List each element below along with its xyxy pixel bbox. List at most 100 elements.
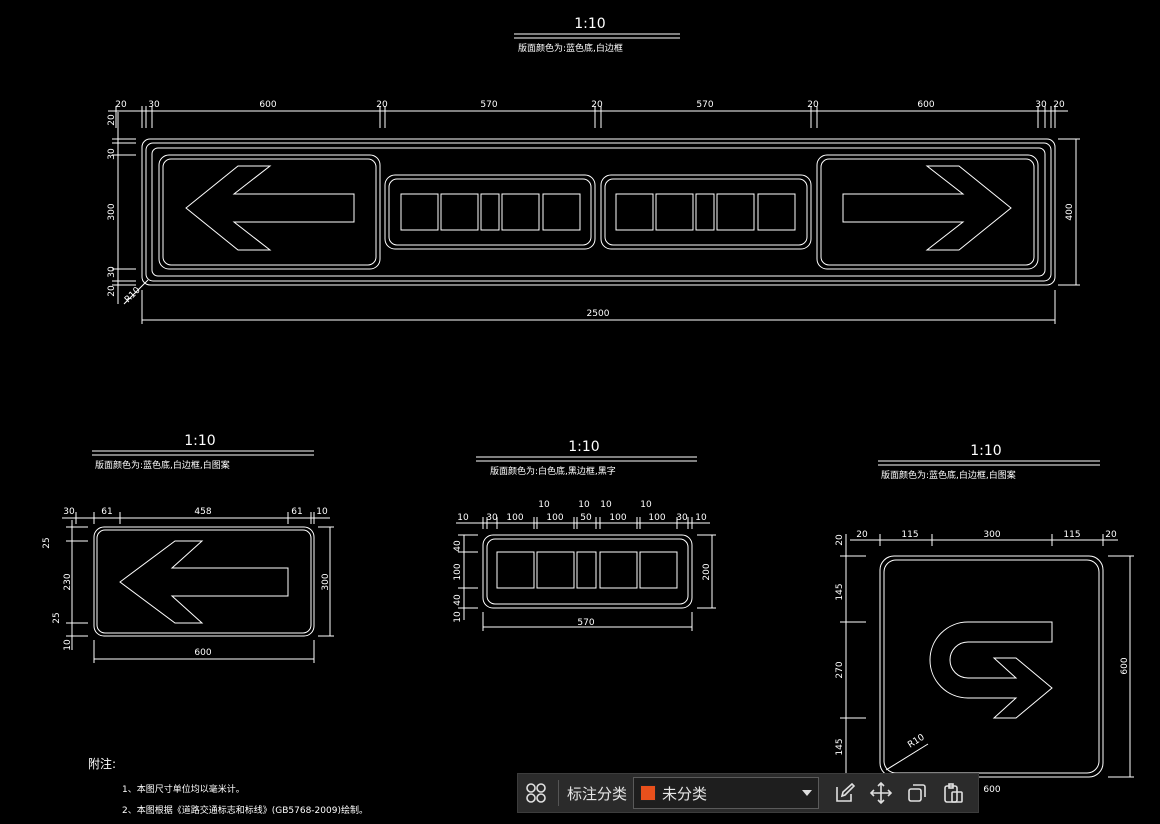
mid-sign-dimensions: 10 30 100 10 100 10 50 10 100 10 100 30 … bbox=[453, 500, 716, 631]
move-icon[interactable] bbox=[863, 773, 899, 813]
copy-icon[interactable] bbox=[899, 773, 935, 813]
svg-text:30: 30 bbox=[63, 507, 75, 517]
category-color-swatch bbox=[640, 785, 657, 801]
left-sign-dimensions: 30 61 458 61 10 25 230 25 10 600 300 bbox=[42, 507, 334, 663]
svg-text:10: 10 bbox=[457, 513, 469, 523]
right-sign-drawing bbox=[879, 555, 1104, 778]
svg-text:20: 20 bbox=[835, 534, 845, 546]
svg-text:25: 25 bbox=[52, 612, 62, 623]
svg-text:570: 570 bbox=[696, 100, 713, 110]
left-sign-title-block: 1:10 版面颜色为:蓝色底,白边框,白图案 bbox=[92, 433, 314, 471]
drawing-notes: 附注: 1、本图尺寸单位均以毫米计。 2、本图根据《道路交通标志和标线》(GB5… bbox=[88, 756, 368, 816]
edit-icon[interactable] bbox=[827, 773, 863, 813]
right-sign-title-block: 1:10 版面颜色为:蓝色底,白边框,白图案 bbox=[878, 443, 1100, 481]
svg-text:40: 40 bbox=[453, 540, 463, 552]
left-sign-drawing bbox=[93, 526, 315, 637]
top-sign-drawing bbox=[141, 138, 1056, 286]
top-sign-scale: 1:10 bbox=[574, 16, 605, 32]
svg-text:20: 20 bbox=[115, 100, 127, 110]
svg-text:600: 600 bbox=[259, 100, 276, 110]
svg-text:200: 200 bbox=[702, 563, 712, 580]
svg-text:10: 10 bbox=[640, 500, 652, 510]
svg-text:20: 20 bbox=[856, 530, 868, 540]
left-sign-note: 版面颜色为:蓝色底,白边框,白图案 bbox=[95, 459, 230, 471]
svg-text:30: 30 bbox=[1035, 100, 1047, 110]
notes-item-1: 1、本图尺寸单位均以毫米计。 bbox=[122, 783, 245, 795]
top-right-arrow-icon bbox=[842, 165, 1012, 251]
svg-text:100: 100 bbox=[453, 563, 463, 580]
svg-text:20: 20 bbox=[591, 100, 603, 110]
svg-text:61: 61 bbox=[101, 507, 112, 517]
top-sign-note: 版面颜色为:蓝色底,白边框 bbox=[518, 42, 623, 54]
notes-item-2: 2、本图根据《道路交通标志和标线》(GB5768-2009)绘制。 bbox=[122, 804, 368, 816]
annotation-category-select[interactable]: 未分类 bbox=[633, 777, 820, 809]
svg-text:115: 115 bbox=[1063, 530, 1080, 540]
notes-title: 附注: bbox=[88, 756, 116, 771]
svg-text:50: 50 bbox=[580, 513, 592, 523]
svg-text:30: 30 bbox=[148, 100, 160, 110]
svg-text:40: 40 bbox=[453, 594, 463, 606]
svg-text:2500: 2500 bbox=[587, 309, 610, 319]
svg-text:100: 100 bbox=[648, 513, 665, 523]
svg-text:230: 230 bbox=[63, 573, 73, 590]
svg-text:400: 400 bbox=[1065, 203, 1075, 220]
svg-text:570: 570 bbox=[577, 618, 594, 628]
svg-text:600: 600 bbox=[1120, 657, 1130, 674]
svg-text:20: 20 bbox=[1053, 100, 1065, 110]
right-sign-u-turn-arrow-icon bbox=[929, 621, 1053, 719]
left-sign-scale: 1:10 bbox=[184, 433, 215, 449]
chevron-down-icon bbox=[802, 790, 813, 796]
svg-text:10: 10 bbox=[316, 507, 328, 517]
svg-text:115: 115 bbox=[901, 530, 918, 540]
svg-text:10: 10 bbox=[600, 500, 612, 510]
svg-text:30: 30 bbox=[486, 513, 498, 523]
svg-text:10: 10 bbox=[578, 500, 590, 510]
svg-text:25: 25 bbox=[42, 537, 52, 548]
top-sign-dimensions: 20 30 600 20 570 20 570 20 600 30 20 20 … bbox=[107, 100, 1080, 324]
svg-text:100: 100 bbox=[609, 513, 626, 523]
right-sign-note: 版面颜色为:蓝色底,白边框,白图案 bbox=[881, 469, 1016, 481]
mid-sign-note: 版面颜色为:白色底,黑边框,黑字 bbox=[490, 465, 616, 477]
svg-text:10: 10 bbox=[63, 639, 73, 651]
left-sign-arrow-icon bbox=[119, 540, 289, 624]
svg-text:30: 30 bbox=[107, 148, 117, 160]
toolbar-separator bbox=[558, 780, 559, 806]
svg-text:300: 300 bbox=[107, 203, 117, 220]
svg-text:30: 30 bbox=[676, 513, 688, 523]
annotation-category-label: 标注分类 bbox=[567, 784, 628, 803]
grid-icon[interactable] bbox=[518, 773, 554, 813]
top-sign-title-block: 1:10 版面颜色为:蓝色底,白边框 bbox=[514, 16, 680, 54]
svg-text:300: 300 bbox=[983, 530, 1000, 540]
svg-text:20: 20 bbox=[376, 100, 388, 110]
svg-text:20: 20 bbox=[107, 285, 117, 297]
mid-sign-scale: 1:10 bbox=[568, 439, 599, 455]
svg-text:30: 30 bbox=[107, 266, 117, 278]
svg-text:100: 100 bbox=[546, 513, 563, 523]
annotation-toolbar: 标注分类 未分类 bbox=[517, 773, 979, 813]
mid-sign-drawing bbox=[482, 534, 693, 609]
svg-text:600: 600 bbox=[194, 648, 211, 658]
mid-sign-title-block: 1:10 版面颜色为:白色底,黑边框,黑字 bbox=[476, 439, 697, 477]
svg-text:20: 20 bbox=[107, 114, 117, 126]
paste-icon[interactable] bbox=[935, 773, 971, 813]
svg-text:R10: R10 bbox=[906, 733, 927, 751]
svg-text:20: 20 bbox=[1105, 530, 1117, 540]
svg-text:600: 600 bbox=[983, 785, 1000, 795]
svg-text:10: 10 bbox=[453, 611, 463, 623]
svg-text:20: 20 bbox=[807, 100, 819, 110]
svg-text:600: 600 bbox=[917, 100, 934, 110]
svg-text:300: 300 bbox=[321, 573, 331, 590]
category-selected-value: 未分类 bbox=[662, 784, 708, 803]
svg-text:145: 145 bbox=[835, 738, 845, 755]
svg-text:270: 270 bbox=[835, 661, 845, 678]
svg-text:100: 100 bbox=[506, 513, 523, 523]
svg-text:570: 570 bbox=[480, 100, 497, 110]
svg-text:145: 145 bbox=[835, 583, 845, 600]
top-left-arrow-icon bbox=[185, 165, 355, 251]
right-sign-scale: 1:10 bbox=[970, 443, 1001, 459]
svg-text:458: 458 bbox=[194, 507, 211, 517]
svg-text:61: 61 bbox=[291, 507, 302, 517]
svg-text:10: 10 bbox=[695, 513, 707, 523]
svg-text:10: 10 bbox=[538, 500, 550, 510]
